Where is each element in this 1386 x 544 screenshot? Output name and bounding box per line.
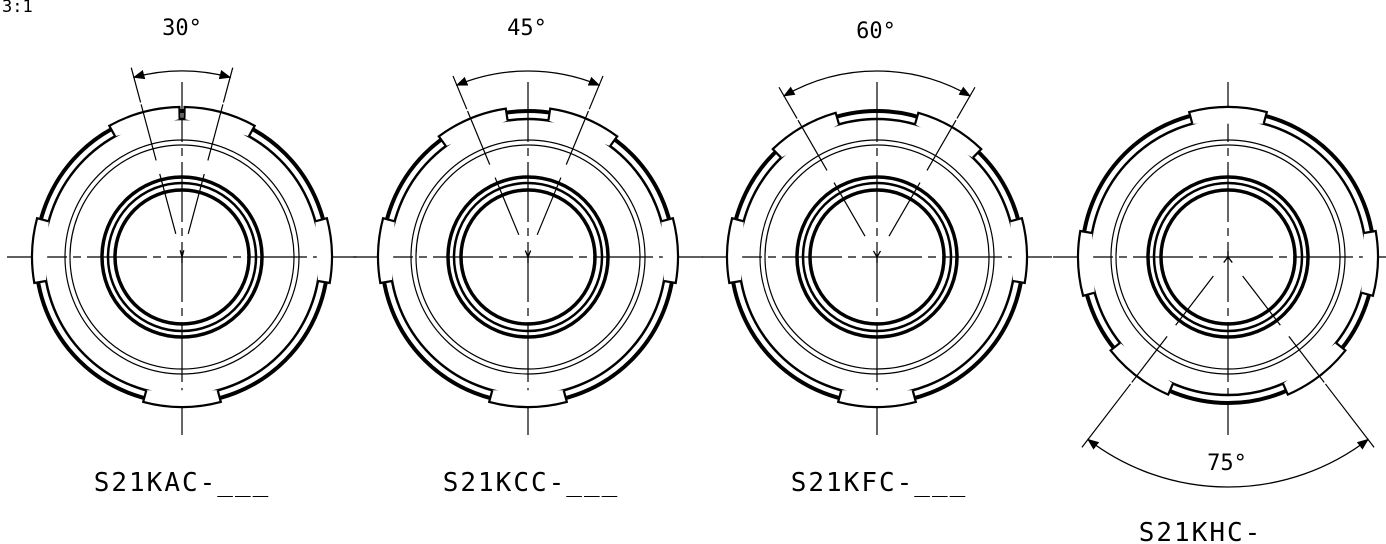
keyway-line-inner: [187, 173, 205, 234]
locking-lug: [836, 390, 918, 409]
keyway-line: [466, 110, 491, 165]
coupling-ring-inner: [801, 181, 953, 333]
middle-ring: [759, 139, 995, 375]
extension-line: [956, 86, 976, 119]
locking-lug: [1010, 216, 1029, 285]
locking-lug: [376, 216, 395, 285]
keyway-line-inner: [833, 182, 866, 237]
locking-lug: [183, 105, 257, 137]
connector-view-2: [353, 70, 703, 435]
keyway-line-inner: [888, 182, 921, 237]
locking-lug: [1076, 229, 1095, 298]
scale-label: 3:1: [2, 0, 33, 17]
bore: [113, 188, 251, 326]
coupling-ring: [1146, 175, 1310, 339]
coupling-ring: [100, 175, 264, 339]
extension-line: [130, 67, 142, 103]
coupling-ring: [446, 175, 610, 339]
extension-line: [222, 67, 234, 103]
locking-lug: [1361, 229, 1380, 298]
locking-lug: [1187, 105, 1269, 124]
angle-label-view-4: 75°: [1207, 451, 1247, 476]
keyway-line-inner: [494, 177, 520, 236]
part-number-view-2: S21KCC-___: [443, 468, 620, 498]
locking-lug: [661, 216, 680, 285]
angle-dimension-arc: [455, 70, 601, 86]
coupling-ring-inner: [1152, 181, 1304, 333]
locking-lug: [487, 390, 569, 409]
center-mark: [179, 250, 185, 263]
angle-label-view-1: 30°: [162, 16, 202, 41]
angle-dimension-arc: [132, 70, 232, 80]
bore: [808, 188, 946, 326]
center-mark: [1223, 251, 1233, 263]
middle-ring: [64, 139, 300, 375]
extension-line: [1324, 383, 1375, 448]
locking-lug: [141, 390, 223, 409]
middle-ring-inner: [69, 144, 295, 370]
locking-lug: [107, 105, 181, 137]
part-number-view-3: S21KFC-___: [791, 468, 968, 498]
middle-ring: [1110, 139, 1346, 375]
connector-view-1: [7, 67, 357, 435]
keyway-line: [797, 119, 828, 171]
bore: [1159, 188, 1297, 326]
coupling-ring: [795, 175, 959, 339]
part-number-view-1: S21KAC-___: [94, 468, 271, 498]
locking-lug: [725, 216, 744, 285]
angle-dimension-arc: [1087, 438, 1369, 488]
bore: [459, 188, 597, 326]
keyway-line-inner: [159, 173, 177, 234]
locking-lug: [913, 111, 983, 159]
middle-ring-inner: [415, 144, 641, 370]
extension-line: [452, 75, 468, 110]
keyway-line-inner: [536, 177, 562, 236]
locking-lug: [437, 107, 509, 147]
angle-label-view-2: 45°: [507, 16, 547, 41]
keyway-line: [1288, 335, 1325, 383]
extension-line: [588, 75, 604, 110]
keyway-line: [565, 110, 590, 165]
angle-dimension-arc: [782, 70, 972, 97]
locking-lug: [30, 216, 49, 285]
part-number-view-4: S21KHC-___: [1139, 518, 1316, 544]
coupling-ring-inner: [452, 181, 604, 333]
keyway-line-inner: [1175, 275, 1214, 326]
keyway-line: [926, 119, 957, 171]
keyway-line: [140, 104, 157, 161]
center-mark: [524, 250, 532, 263]
extension-line: [778, 86, 798, 119]
middle-ring-inner: [764, 144, 990, 370]
coupling-ring-inner: [106, 181, 258, 333]
connector-view-3: [702, 70, 1052, 435]
keyway-line-inner: [1242, 275, 1281, 326]
keyway-line: [207, 104, 224, 161]
middle-ring: [410, 139, 646, 375]
middle-ring-inner: [1115, 144, 1341, 370]
center-mark: [872, 250, 882, 263]
angle-label-view-3: 60°: [856, 19, 896, 44]
locking-lug: [315, 216, 334, 285]
locking-lug: [547, 107, 619, 147]
extension-line: [1081, 383, 1132, 448]
locking-lug: [771, 111, 841, 159]
connector-view-4: [1053, 82, 1386, 488]
keyway-line: [1131, 335, 1168, 383]
